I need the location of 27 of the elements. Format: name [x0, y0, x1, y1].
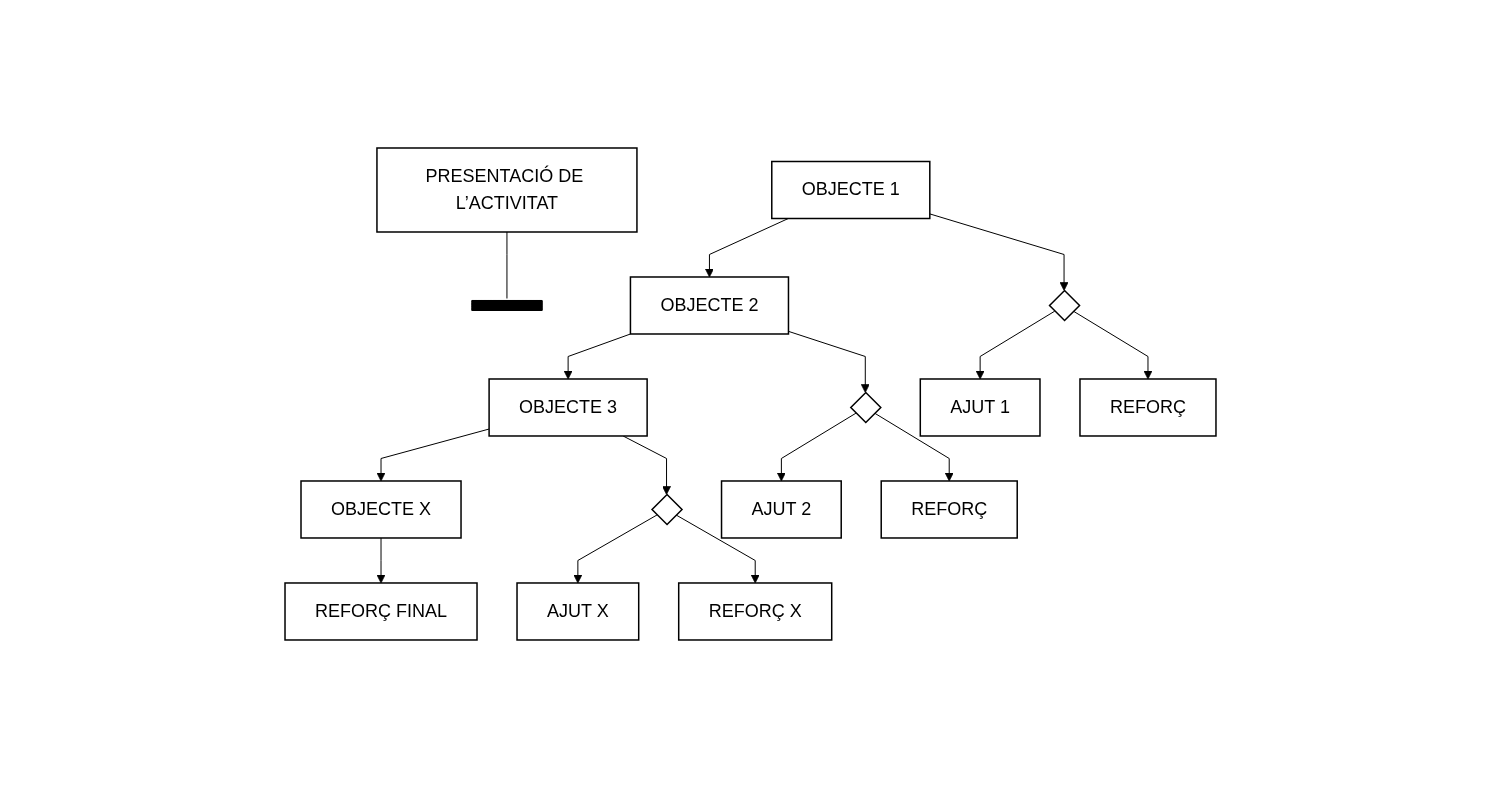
arrow	[675, 514, 760, 584]
node-box: REFORÇ X	[677, 582, 832, 641]
node-box: AJUT X	[515, 582, 639, 641]
node-box: REFORÇ	[1078, 378, 1217, 437]
arrow	[776, 412, 856, 482]
arrow	[622, 435, 671, 495]
node-box: AJUT 2	[720, 480, 842, 539]
arrow	[704, 218, 789, 278]
node-box: REFORÇ	[879, 480, 1018, 539]
arrow	[873, 412, 954, 482]
node-diamond	[1048, 289, 1081, 322]
node-diamond	[849, 391, 882, 424]
arrow	[572, 514, 657, 584]
arrow	[376, 537, 385, 584]
arrow	[1072, 310, 1152, 380]
node-box: OBJECTE 2	[629, 276, 789, 335]
node-box: REFORÇ FINAL	[283, 582, 478, 641]
node-box: PRESENTACIÓ DE L’ACTIVITAT	[375, 147, 638, 233]
node-box: OBJECTE 3	[487, 378, 648, 437]
arrow	[787, 330, 870, 393]
node-diamond	[650, 493, 683, 526]
connector	[505, 231, 507, 299]
arrow	[975, 310, 1055, 380]
node-box: OBJECTE 1	[770, 160, 931, 220]
node-box: AJUT 1	[919, 378, 1041, 437]
arrow	[563, 333, 631, 380]
node-box: OBJECTE X	[299, 480, 462, 539]
